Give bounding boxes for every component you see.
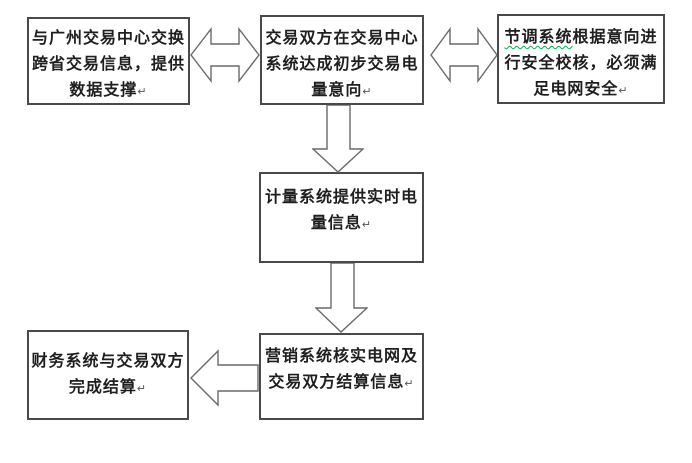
node-text: 交易双方在交易中心 系统达成初步交易电 量意向↵ [265, 26, 418, 103]
node-label: 计量系统提供实时电 量信息 [264, 189, 418, 232]
paragraph-return-mark: ↵ [361, 219, 373, 231]
down-arrow-icon [312, 105, 364, 173]
flow-node-trade-intent: 交易双方在交易中心 系统达成初步交易电 量意向↵ [260, 15, 424, 105]
node-text: 节调系统根据意向进 行安全校核，必须满 足电网安全↵ [504, 25, 657, 102]
down-arrow-icon [315, 263, 368, 333]
left-arrow-icon [190, 349, 259, 407]
grammar-underlined-term: 节调系统 [504, 29, 573, 46]
node-label: 财务系统与交易双方 完成结算 [31, 352, 185, 396]
node-label: 根据意向进 行安全校核，必须满 足电网安全 [504, 29, 658, 98]
node-text: 营销系统核实电网及 交易双方结算信息↵ [265, 344, 418, 418]
node-label: 营销系统核实电网及 交易双方结算信息 [264, 348, 418, 391]
flow-node-cross-province-exchange: 与广州交易中心交换 跨省交易信息，提供 数据支撑↵ [27, 17, 190, 105]
node-text: 计量系统提供实时电 量信息↵ [265, 185, 418, 261]
node-text: 与广州交易中心交换 跨省交易信息，提供 数据支撑↵ [32, 26, 185, 103]
paragraph-return-mark: ↵ [618, 85, 629, 97]
paragraph-return-mark: ↵ [404, 378, 415, 390]
flow-node-finance-settlement: 财务系统与交易双方 完成结算↵ [27, 330, 189, 420]
node-label: 交易双方在交易中心 系统达成初步交易电 量意向 [265, 30, 419, 99]
flow-node-metering-realtime: 计量系统提供实时电 量信息↵ [259, 172, 424, 263]
paragraph-return-mark: ↵ [136, 382, 148, 395]
flow-node-marketing-verify: 营销系统核实电网及 交易双方结算信息↵ [259, 333, 424, 420]
paragraph-return-mark: ↵ [362, 86, 373, 98]
paragraph-return-mark: ↵ [137, 86, 148, 98]
two-way-arrow-icon [190, 27, 260, 83]
two-way-arrow-icon [430, 27, 498, 83]
node-text: 财务系统与交易双方 完成结算↵ [31, 349, 184, 402]
node-label: 与广州交易中心交换 跨省交易信息，提供 数据支撑 [31, 30, 185, 99]
flow-node-dispatch-safety-check: 节调系统根据意向进 行安全校核，必须满 足电网安全↵ [497, 14, 665, 104]
